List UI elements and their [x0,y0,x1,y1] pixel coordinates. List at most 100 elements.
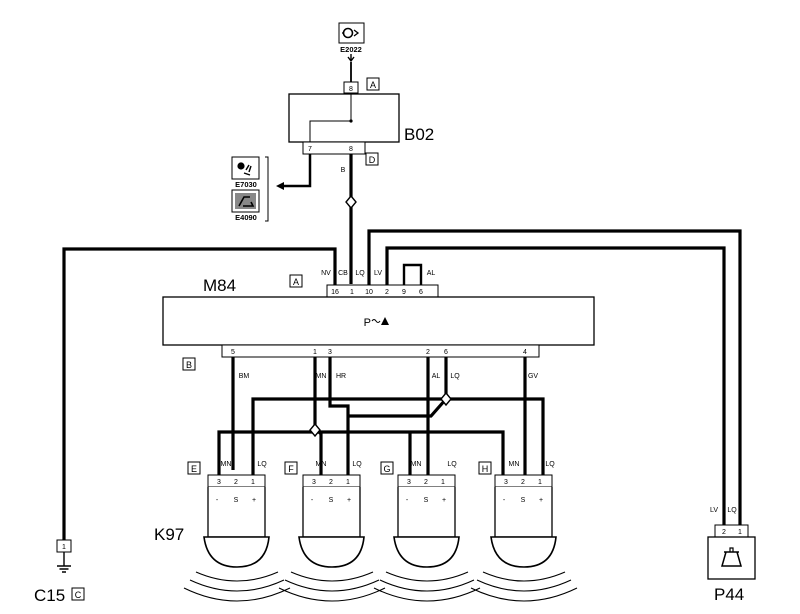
svg-text:LQ: LQ [447,461,457,468]
e4090-component: E4090 [231,189,260,222]
m84-component: M84 A 16 1 10 2 9 6 P 5 1 3 2 6 4 B [162,274,595,371]
m84-symbol: P [364,317,371,329]
airbag-person-icon [237,162,252,176]
b02-top-pin: 8 [349,86,353,93]
wire-lv-p44 [385,246,726,525]
e2022-arrow [347,54,355,63]
p44-body [707,536,756,580]
splice-diamond-top [345,194,357,210]
parking-sensor-icon: P [364,317,389,329]
sensor-g: MN LQ G 3 2 1 - S + [380,461,460,568]
svg-text:-: - [503,497,506,504]
b02-pin-8: 8 [349,146,353,153]
svg-text:3: 3 [217,479,221,486]
svg-text:16: 16 [331,289,339,296]
b02-body [288,93,400,143]
svg-text:6: 6 [419,289,423,296]
svg-text:MN: MN [509,461,520,468]
svg-text:+: + [347,497,351,504]
b02-bottom-connector [302,141,366,155]
svg-text:2: 2 [234,479,238,486]
svg-text:1: 1 [441,479,445,486]
sensor-f-head [298,536,365,568]
svg-text:MN: MN [221,461,232,468]
svg-text:AL: AL [427,270,436,277]
svg-text:H: H [482,464,489,474]
svg-text:AL: AL [432,373,441,380]
ultrasonic-waves [183,571,578,602]
connector-letter-h [478,461,492,475]
svg-text:-: - [216,497,219,504]
connector-letter-a-m84 [289,274,303,288]
svg-text:A: A [370,80,376,90]
svg-text:3: 3 [312,479,316,486]
svg-text:+: + [442,497,446,504]
svg-text:4: 4 [523,349,527,356]
connector-letter-g [380,461,394,475]
svg-text:2: 2 [385,289,389,296]
connector-letter-f [284,461,298,475]
svg-text:MN: MN [411,461,422,468]
svg-text:S: S [424,497,429,504]
svg-text:1: 1 [346,479,350,486]
svg-text:MN: MN [316,461,327,468]
connector-letter-b [182,357,196,371]
wire-color-b: B [341,167,346,174]
sensor-h: MN LQ H 3 2 1 - S + [478,461,557,568]
svg-text:-: - [311,497,314,504]
svg-text:1: 1 [313,349,317,356]
svg-text:LQ: LQ [727,507,737,514]
svg-text:MN: MN [316,373,327,380]
svg-text:3: 3 [328,349,332,356]
connector-letter-c [71,587,85,601]
p44-label: P44 [714,585,744,604]
svg-text:GV: GV [528,373,538,380]
svg-text:9: 9 [402,289,406,296]
svg-text:LQ: LQ [355,270,365,277]
arrow-to-e7030 [276,182,284,190]
sensor-e: MN LQ E 3 2 1 - S + [187,461,270,568]
m84-body [162,296,595,346]
seat-icon [238,196,255,207]
svg-text:LQ: LQ [450,373,460,380]
svg-text:3: 3 [407,479,411,486]
wire-hr [328,357,350,475]
ground-symbol-icon [57,552,71,573]
b02-component: 8 A 7 8 B02 D [288,77,434,166]
e7030-box [231,156,260,180]
e2022-label: E2022 [340,45,362,54]
e4090-label: E4090 [235,213,257,222]
bus-lq [251,397,545,475]
svg-text:CB: CB [338,270,348,277]
m84-label: M84 [203,276,236,295]
svg-text:S: S [521,497,526,504]
svg-text:+: + [252,497,256,504]
svg-text:D: D [369,155,376,165]
svg-text:2: 2 [329,479,333,486]
svg-text:2: 2 [521,479,525,486]
svg-text:A: A [293,277,299,287]
e7030-component: E7030 [231,156,260,189]
svg-text:-: - [406,497,409,504]
svg-text:LV: LV [374,270,382,277]
svg-text:LV: LV [710,507,718,514]
wire-al-bridge [402,263,423,285]
buzzer-icon [721,547,742,567]
svg-text:HR: HR [336,373,346,380]
svg-text:S: S [329,497,334,504]
connector-letter-a-top [366,77,380,91]
ignition-key-icon [342,27,360,39]
svg-text:5: 5 [231,349,235,356]
c15-ground: 1 C15 C [34,539,85,605]
wire-b02-e7030 [282,154,312,188]
wire-lq-p44 [367,229,742,525]
splice-diamond-mn [309,422,321,438]
svg-text:3: 3 [504,479,508,486]
connector-letter-d [365,152,379,166]
svg-text:2: 2 [424,479,428,486]
svg-text:F: F [288,464,294,474]
c15-label: C15 [34,586,65,605]
sensor-e-head [203,536,270,568]
svg-text:1: 1 [62,544,66,551]
